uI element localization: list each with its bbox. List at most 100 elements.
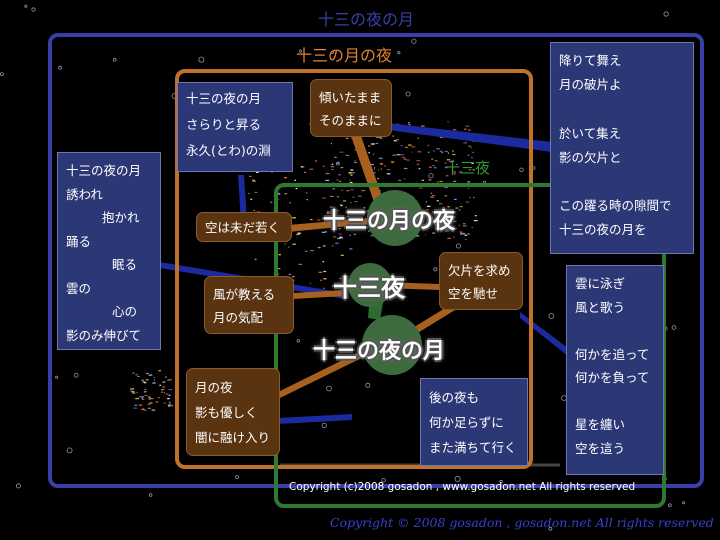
- confetti-dot: [386, 169, 391, 171]
- confetti-dot: [466, 233, 471, 235]
- confetti-dot: [436, 148, 440, 150]
- confetti-dot: [348, 172, 352, 174]
- confetti-dot: [329, 195, 334, 197]
- confetti-dot: [356, 224, 359, 226]
- star: [31, 7, 36, 12]
- confetti-dot: [168, 389, 173, 391]
- confetti-dot: [315, 160, 317, 162]
- confetti-dot: [144, 381, 147, 384]
- confetti-dot: [326, 211, 329, 213]
- confetti-dot: [160, 391, 163, 393]
- confetti-dot: [345, 206, 347, 208]
- confetti-dot: [452, 220, 457, 223]
- confetti-dot: [379, 163, 382, 165]
- outer-title: 十三の夜の月: [318, 10, 415, 29]
- confetti-dot: [368, 145, 371, 147]
- star: [682, 501, 686, 505]
- confetti-dot: [444, 167, 448, 169]
- confetti-dot: [141, 379, 144, 381]
- confetti-dot: [353, 233, 356, 235]
- confetti-dot: [339, 204, 342, 206]
- top-left-box: 十三の夜の月 さらりと昇る 永久(とわ)の淵: [177, 82, 293, 172]
- confetti-dot: [159, 384, 162, 386]
- confetti-dot: [468, 129, 471, 131]
- confetti-dot: [465, 201, 470, 203]
- confetti-dot: [384, 165, 387, 167]
- confetti-dot: [425, 234, 427, 236]
- confetti-dot: [131, 391, 135, 393]
- confetti-dot: [340, 236, 342, 238]
- confetti-dot: [470, 147, 472, 149]
- confetti-dot: [341, 189, 344, 191]
- confetti-dot: [467, 187, 470, 189]
- confetti-dot: [140, 396, 144, 398]
- confetti-dot: [474, 215, 477, 217]
- confetti-dot: [408, 144, 412, 146]
- confetti-dot: [444, 228, 449, 230]
- confetti-dot: [331, 169, 334, 171]
- text-line: 風が教える: [213, 287, 276, 302]
- confetti-dot: [440, 209, 444, 211]
- confetti-dot: [132, 392, 136, 394]
- connector-bottom-left: [278, 344, 378, 398]
- confetti-dot: [138, 404, 143, 406]
- confetti-dot: [441, 224, 443, 226]
- confetti-dot: [419, 187, 423, 189]
- star: [433, 267, 438, 272]
- confetti-dot: [378, 157, 383, 159]
- center-label-bottom: 十三の夜の月: [313, 339, 446, 364]
- confetti-dot: [411, 151, 413, 153]
- star: [235, 475, 239, 480]
- star: [321, 422, 327, 428]
- confetti-dot: [353, 228, 356, 230]
- node-middle: [348, 263, 392, 307]
- confetti-dot: [340, 167, 344, 169]
- text-line: 空を這う: [575, 440, 626, 456]
- confetti-dot: [452, 153, 456, 156]
- text-line: さらりと昇る: [186, 117, 262, 132]
- confetti-dot: [252, 179, 255, 181]
- confetti-dot: [322, 261, 325, 263]
- confetti-dot: [306, 199, 308, 201]
- confetti-dot: [468, 145, 472, 147]
- confetti-dot: [354, 201, 358, 203]
- confetti-dot: [340, 205, 343, 207]
- confetti-dot: [335, 242, 339, 244]
- confetti-dot: [463, 233, 466, 235]
- star: [73, 372, 79, 378]
- confetti-dot: [408, 124, 411, 126]
- text-line: 十三の夜の月: [66, 163, 142, 178]
- confetti-dot: [152, 382, 156, 384]
- text-line: [559, 97, 685, 121]
- confetti-dot: [465, 239, 467, 241]
- confetti-dot: [153, 376, 155, 378]
- confetti-dot: [147, 407, 151, 409]
- confetti-dot: [462, 225, 467, 227]
- confetti-dot: [379, 137, 383, 139]
- confetti-dot: [130, 390, 133, 392]
- confetti-dot: [346, 190, 350, 192]
- confetti-dot: [329, 206, 333, 208]
- confetti-dot: [254, 191, 258, 193]
- confetti-dot: [460, 233, 463, 235]
- confetti-dot: [297, 232, 301, 234]
- confetti-dot: [423, 214, 426, 216]
- confetti-dot: [421, 125, 425, 127]
- confetti-dot: [350, 169, 354, 171]
- confetti-dot: [294, 179, 296, 181]
- inner-credit: Copyright (c)2008 gosadon , www.gosadon.…: [289, 481, 636, 493]
- text-line: 十三の夜の月を: [559, 222, 647, 238]
- star: [411, 38, 417, 44]
- confetti-dot: [336, 210, 339, 212]
- confetti-dot: [337, 237, 341, 240]
- confetti-dot: [444, 186, 448, 189]
- confetti-dot: [148, 374, 153, 376]
- center-label-middle: 十三夜: [333, 274, 405, 302]
- confetti-dot: [141, 398, 145, 400]
- confetti-dot: [158, 397, 160, 399]
- inner-frame: [274, 183, 666, 508]
- confetti-dot: [430, 192, 433, 194]
- confetti-dot: [349, 234, 351, 236]
- confetti-dot: [400, 145, 403, 147]
- confetti-dot: [284, 243, 286, 245]
